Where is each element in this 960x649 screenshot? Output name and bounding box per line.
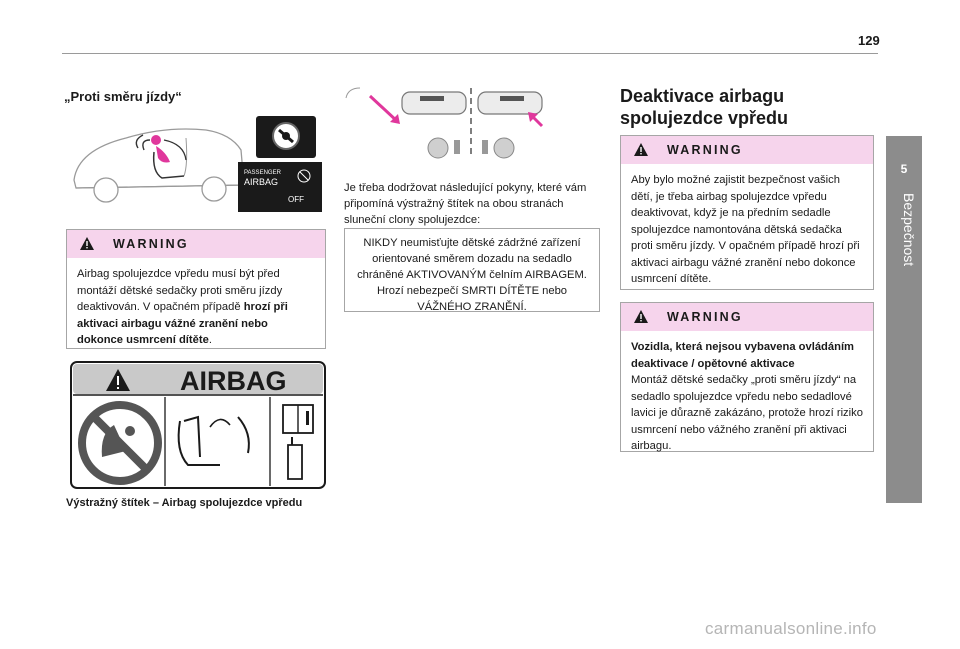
warning-text: Vozidla, která nejsou vybavena ovládáním… (631, 341, 863, 452)
airbag-label-title: AIRBAG (180, 366, 287, 396)
rear-facing-seat-illustration: PASSENGER AIRBAG OFF (73, 116, 322, 212)
warning-title: WARNING (667, 310, 743, 324)
warning-triangle-icon (634, 143, 648, 156)
watermark: carmanualsonline.info (705, 619, 877, 638)
section-heading-rear-facing: „Proti směru jízdy“ (64, 89, 182, 104)
visor-notice-box: NIKDY neumisťujte dětské zádržné zařízen… (344, 228, 600, 313)
warning-text: Aby bylo možné zajistit bezpečnost vašic… (631, 174, 860, 285)
warning-text: Airbag spolujezdce vpředu musí být před … (77, 268, 288, 346)
figure-caption: Výstražný štítek – Airbag spolujezdce vp… (66, 497, 303, 509)
warning-box-child-safety: WARNING Aby bylo možné zajistit bezpečno… (620, 135, 874, 290)
warning-header: WARNING (621, 136, 873, 164)
airbag-lamp-passenger: PASSENGER (244, 170, 282, 176)
header-rule (62, 53, 878, 54)
warning-title: WARNING (113, 237, 189, 251)
warning-header: WARNING (621, 303, 873, 331)
warning-triangle-icon (634, 310, 648, 323)
airbag-warning-label-image: AIRBAG (70, 361, 326, 489)
warning-box-deactivate: WARNING Airbag spolujezdce vpředu musí b… (66, 229, 326, 349)
chapter-label: Bezpečnost (901, 193, 917, 267)
warning-box-no-switch: WARNING Vozidla, která nejsou vybavena o… (620, 302, 874, 452)
warning-header: WARNING (67, 230, 325, 258)
chapter-tab[interactable] (886, 136, 922, 503)
airbag-lamp-off: OFF (288, 195, 304, 204)
warning-triangle-icon (80, 237, 94, 250)
warning-title: WARNING (667, 143, 743, 157)
sun-visor-label-illustration (345, 87, 544, 159)
airbag-lamp-airbag: AIRBAG (244, 177, 278, 187)
intro-paragraph: Je třeba dodržovat následující pokyny, k… (344, 182, 587, 226)
chapter-number: 5 (900, 162, 908, 176)
page-number: 129 (858, 33, 880, 48)
section-heading-deactivation: Deaktivace airbagu spolujezdce vpředu (620, 86, 789, 128)
